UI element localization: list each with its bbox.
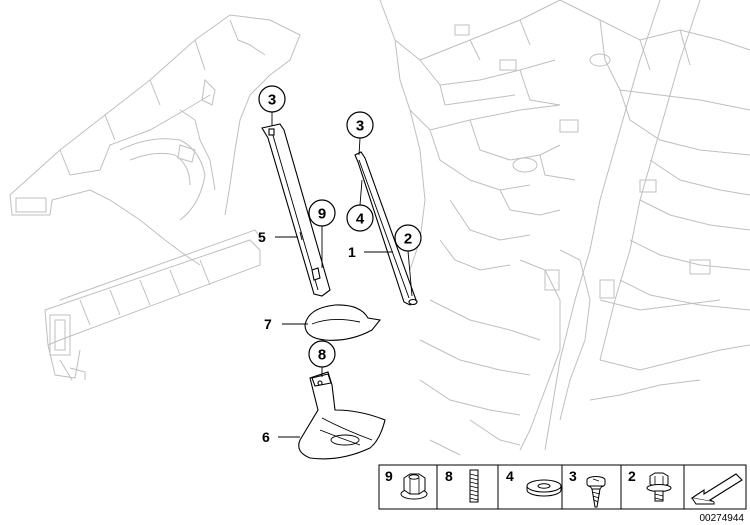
callout-3-upper-left: 3 <box>258 85 286 113</box>
part-1-tension-rod <box>354 151 418 306</box>
document-number: 00274944 <box>700 513 745 524</box>
hardware-legend: 9 8 4 <box>378 464 747 510</box>
callout-3-upper-right: 3 <box>346 111 374 139</box>
leader-lines <box>271 112 413 438</box>
legend-item-9: 9 <box>385 468 428 500</box>
legend-item-4: 4 <box>506 468 562 497</box>
callout-label: 3 <box>356 118 364 135</box>
vehicle-body-background <box>9 0 750 456</box>
label-part-5: 5 <box>258 229 266 245</box>
part-6-support-bracket <box>298 371 386 460</box>
legend-item-3: 3 <box>569 468 606 508</box>
callout-label: 4 <box>356 211 365 228</box>
callout-2: 2 <box>394 224 422 252</box>
legend-number: 4 <box>506 468 514 484</box>
callout-label: 9 <box>318 206 326 223</box>
label-part-6: 6 <box>262 429 270 445</box>
floor-and-firewall-structure <box>379 0 750 311</box>
callout-label: 3 <box>268 92 276 109</box>
front-wheelhouse-structure <box>9 14 301 266</box>
legend-item-8: 8 <box>445 468 479 503</box>
washer-icon <box>526 479 562 497</box>
flange-bolt-icon <box>646 472 672 502</box>
callout-label: 2 <box>404 231 412 248</box>
legend-number: 9 <box>385 468 393 484</box>
legend-number: 2 <box>628 468 636 484</box>
part-7-cover-plate <box>304 304 382 341</box>
callout-label: 8 <box>318 347 326 364</box>
legend-number: 8 <box>445 468 453 484</box>
stud-bolt-icon <box>469 469 479 503</box>
legend-item-2: 2 <box>628 468 672 502</box>
a-pillar-structure <box>419 0 750 456</box>
flange-nut-icon <box>400 473 428 500</box>
label-part-7: 7 <box>264 316 272 332</box>
front-direction-arrow-icon <box>690 473 743 505</box>
legend-number: 3 <box>569 468 577 484</box>
front-longitudinal-rail <box>44 229 263 381</box>
screw-icon <box>586 476 606 508</box>
callout-4: 4 <box>346 204 374 232</box>
callout-9: 9 <box>308 199 336 227</box>
label-part-1: 1 <box>348 244 356 260</box>
callout-8: 8 <box>308 340 336 368</box>
part-5-front-strut <box>261 123 331 297</box>
